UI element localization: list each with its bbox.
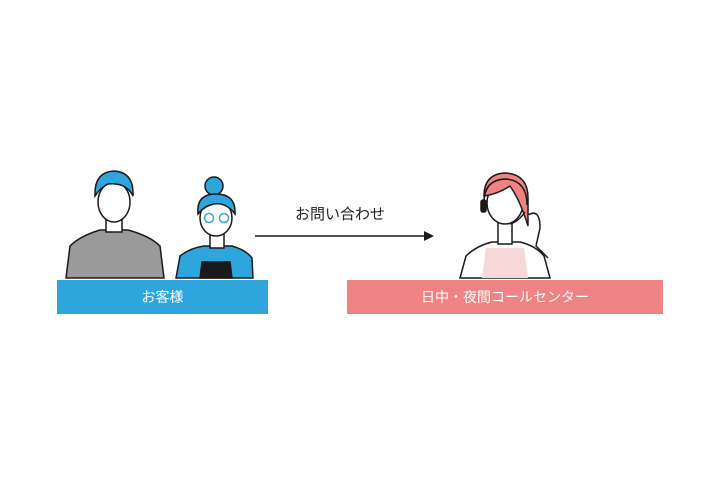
customer-label: お客様 <box>141 290 184 306</box>
customer-woman-figure <box>175 176 254 279</box>
arrow <box>255 231 434 241</box>
customer-label-box: お客様 <box>57 280 268 314</box>
call-center-label: 日中・夜間コールセンター <box>421 290 589 306</box>
call-center-label-box: 日中・夜間コールセンター <box>347 280 663 314</box>
inquiry-label: お問い合わせ <box>294 205 385 223</box>
customer-man-figure <box>65 170 165 279</box>
operator-figure <box>459 172 551 279</box>
